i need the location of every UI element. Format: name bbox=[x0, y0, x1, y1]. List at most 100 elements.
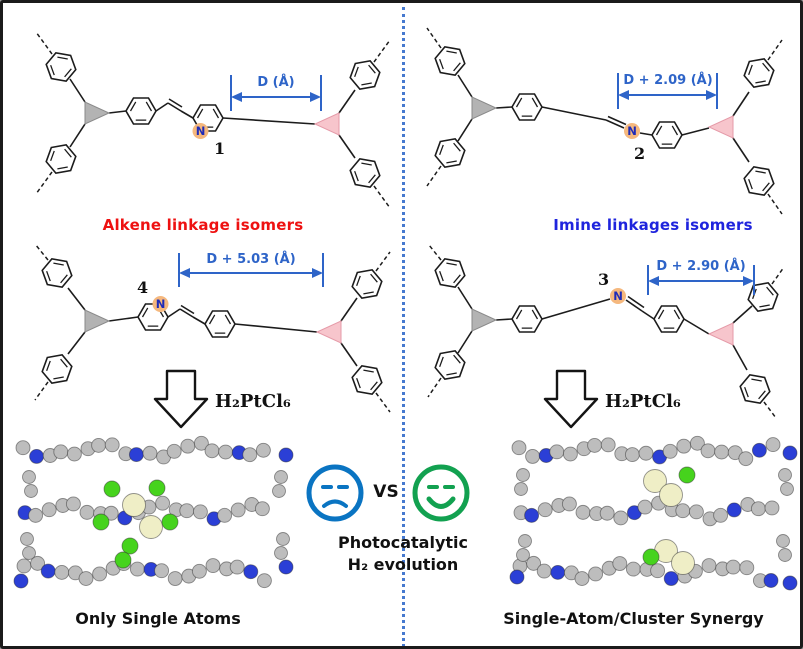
carbon-sphere bbox=[518, 534, 532, 548]
center-divider bbox=[402, 7, 405, 646]
nitrogen-sphere bbox=[751, 442, 767, 458]
carbon-sphere bbox=[179, 503, 195, 519]
structure-number: 1 bbox=[214, 139, 225, 158]
benzene-ring bbox=[429, 344, 471, 386]
carbon-sphere bbox=[713, 507, 729, 523]
arrowhead bbox=[743, 276, 754, 286]
distance-arrow bbox=[617, 73, 718, 109]
carbon-sphere bbox=[274, 470, 288, 484]
platinum-cluster-sphere bbox=[139, 515, 163, 539]
platinum-cluster-sphere bbox=[671, 551, 695, 575]
benzene-ring bbox=[346, 359, 388, 401]
benzene-ring bbox=[511, 93, 543, 121]
carbon-sphere bbox=[229, 559, 245, 575]
distance-label: D + 5.03 (Å) bbox=[206, 251, 295, 267]
carbon-sphere bbox=[167, 571, 183, 586]
carbon-sphere bbox=[66, 446, 82, 462]
chlorine-sphere bbox=[92, 513, 110, 531]
chlorine-sphere bbox=[103, 480, 121, 498]
chlorine-sphere bbox=[114, 551, 132, 569]
photocatalytic-line1: Photocatalytic bbox=[337, 533, 468, 552]
carbon-sphere bbox=[154, 563, 170, 579]
carbon-sphere bbox=[516, 468, 530, 482]
nitrogen-sphere bbox=[29, 448, 45, 464]
carbon-sphere bbox=[92, 566, 108, 582]
node-triangle-pink bbox=[314, 112, 340, 136]
carbon-sphere bbox=[218, 444, 234, 460]
happy-face-icon bbox=[412, 464, 470, 522]
structure-number: 3 bbox=[598, 270, 609, 289]
photocatalytic-text: Photocatalytic H₂ evolution bbox=[320, 532, 486, 577]
carbon-sphere bbox=[624, 447, 640, 463]
carbon-sphere bbox=[562, 446, 578, 462]
benzene-ring bbox=[36, 252, 78, 294]
carbon-sphere bbox=[778, 468, 792, 482]
benzene-ring bbox=[653, 305, 685, 333]
carbon-sphere bbox=[41, 502, 57, 518]
carbon-sphere bbox=[24, 484, 38, 498]
carbon-sphere bbox=[22, 470, 36, 484]
carbon-sphere bbox=[574, 571, 590, 586]
nitrogen-sphere bbox=[782, 445, 798, 461]
structure-3-imine: N 3 D + 2.90 (Å) bbox=[427, 244, 785, 419]
carbon-sphere bbox=[191, 563, 207, 579]
carbon-sphere bbox=[537, 502, 553, 518]
carbon-sphere bbox=[688, 504, 704, 520]
nitrogen-sphere bbox=[243, 564, 259, 580]
node-triangle-pink bbox=[316, 320, 342, 344]
node-triangle-gray bbox=[84, 101, 110, 125]
benzene-ring bbox=[344, 54, 386, 96]
distance-label: D + 2.90 (Å) bbox=[656, 258, 745, 274]
vs-label: VS bbox=[373, 482, 399, 502]
benzene-ring bbox=[40, 138, 82, 180]
carbon-sphere bbox=[204, 443, 220, 459]
benzene-ring bbox=[738, 52, 780, 94]
carbon-sphere bbox=[650, 563, 666, 579]
carbon-sphere bbox=[16, 558, 32, 574]
carbon-sphere bbox=[662, 443, 678, 459]
carbon-sphere bbox=[205, 558, 221, 574]
arrowhead bbox=[231, 92, 242, 102]
carbon-sphere bbox=[549, 444, 565, 460]
benzene-ring bbox=[125, 97, 157, 125]
benzene-ring bbox=[429, 40, 471, 82]
carbon-sphere bbox=[142, 445, 158, 461]
nitrogen-sphere bbox=[128, 447, 144, 463]
chlorine-sphere bbox=[161, 513, 179, 531]
carbon-sphere bbox=[588, 566, 604, 582]
carbon-sphere bbox=[587, 437, 603, 453]
chlorine-sphere bbox=[121, 537, 139, 555]
bond-lines bbox=[427, 244, 785, 419]
carbon-sphere bbox=[739, 560, 755, 576]
carbon-sphere bbox=[20, 532, 34, 546]
carbon-sphere bbox=[714, 444, 730, 460]
structure-number: 4 bbox=[137, 278, 148, 297]
carbon-sphere bbox=[700, 443, 716, 459]
reagent-label-left: H₂PtCl₆ bbox=[215, 391, 291, 412]
chlorine-sphere bbox=[678, 466, 696, 484]
carbon-sphere bbox=[525, 448, 541, 464]
structure-4-alkene: N 4 D + 5.03 (Å) bbox=[34, 243, 391, 413]
carbon-sphere bbox=[701, 558, 717, 574]
photocatalytic-line2: H₂ evolution bbox=[347, 555, 459, 575]
carbon-sphere bbox=[613, 510, 629, 526]
carbon-sphere bbox=[272, 484, 286, 498]
node-triangle-gray bbox=[471, 96, 497, 120]
left-result-caption: Only Single Atoms bbox=[75, 609, 241, 628]
carbon-sphere bbox=[255, 442, 271, 458]
reaction-arrow-right bbox=[543, 369, 599, 429]
carbon-sphere bbox=[776, 534, 790, 548]
nitrogen-sphere bbox=[763, 573, 779, 588]
n-atom-label: N bbox=[627, 124, 637, 138]
distance-label: D (Å) bbox=[257, 74, 294, 90]
carbon-sphere bbox=[637, 499, 653, 515]
distance-arrow bbox=[178, 253, 324, 287]
carbon-sphere bbox=[230, 502, 246, 518]
arrowhead bbox=[706, 90, 717, 100]
carbon-sphere bbox=[79, 504, 95, 520]
bond-lines bbox=[34, 243, 391, 413]
benzene-ring bbox=[429, 132, 471, 174]
arrowhead bbox=[312, 268, 323, 278]
node-triangle-pink bbox=[708, 115, 734, 139]
